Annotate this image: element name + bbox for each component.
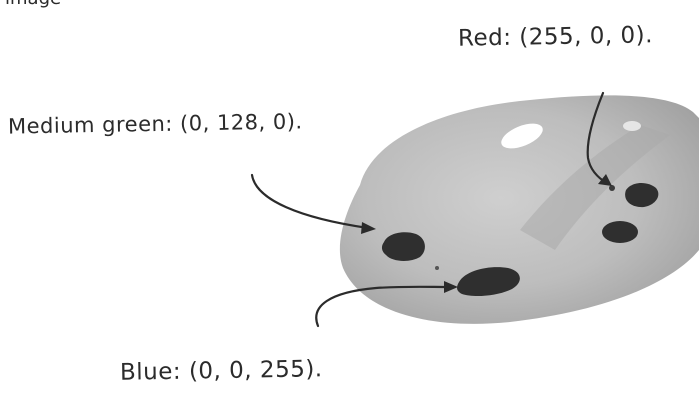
label-red: Red: (255, 0, 0). bbox=[458, 22, 653, 51]
paint-blob-unlabeled bbox=[602, 221, 638, 243]
label-blue: Blue: (0, 0, 255). bbox=[120, 356, 323, 386]
paint-speck bbox=[609, 185, 615, 191]
label-medium-green: Medium green: (0, 128, 0). bbox=[8, 109, 303, 138]
paint-speck bbox=[435, 266, 439, 270]
palette-highlight bbox=[623, 121, 641, 131]
